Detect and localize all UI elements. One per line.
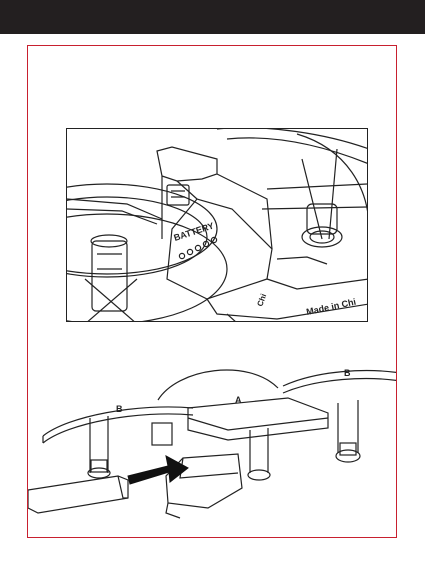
top-header-bar bbox=[0, 0, 425, 34]
arm-label-b-left: B bbox=[116, 404, 123, 414]
arm-label-a: A bbox=[235, 395, 242, 405]
made-in-label-text: Made in Chi bbox=[305, 297, 356, 317]
drone-insertion-drawing: A B B bbox=[28, 358, 396, 536]
drone-battery-insertion-illustration: A B B bbox=[28, 358, 396, 536]
battery-closeup-illustration: BATTERY Made in Chi Chi bbox=[66, 128, 368, 322]
battery-closeup-drawing: BATTERY Made in Chi Chi bbox=[67, 129, 368, 322]
ch-label-text: Chi bbox=[255, 292, 268, 307]
arm-label-b-right: B bbox=[344, 368, 351, 378]
insert-arrow-icon bbox=[128, 456, 188, 484]
